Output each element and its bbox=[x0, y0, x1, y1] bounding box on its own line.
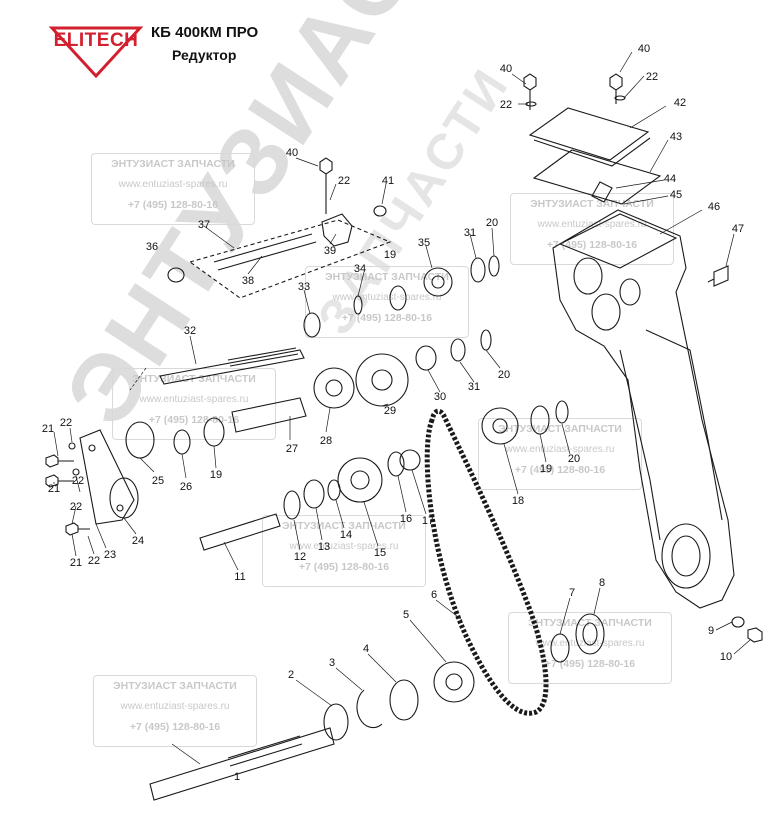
callout-16: 16 bbox=[400, 513, 412, 525]
callout-20-right: 20 bbox=[568, 453, 580, 465]
callout-40-top-right: 40 bbox=[638, 43, 650, 55]
callout-22-b: 22 bbox=[72, 475, 84, 487]
callout-24: 24 bbox=[132, 535, 144, 547]
callout-5: 5 bbox=[403, 609, 409, 621]
callout-21-b: 21 bbox=[48, 483, 60, 495]
callout-28: 28 bbox=[320, 435, 332, 447]
callout-40-fork: 40 bbox=[286, 147, 298, 159]
callout-13: 13 bbox=[318, 541, 330, 553]
callout-40-top-left: 40 bbox=[500, 63, 512, 75]
callout-22-top-left: 22 bbox=[500, 99, 512, 111]
callout-47: 47 bbox=[732, 223, 744, 235]
brand-name: ELITECH bbox=[53, 30, 139, 51]
callout-42: 42 bbox=[674, 97, 686, 109]
elitech-logo bbox=[48, 26, 144, 78]
callout-6: 6 bbox=[431, 589, 437, 601]
callout-19-right: 19 bbox=[540, 463, 552, 475]
callout-1: 1 bbox=[234, 771, 240, 783]
drive-chain bbox=[424, 408, 549, 716]
callout-15: 15 bbox=[374, 547, 386, 559]
callout-18: 18 bbox=[512, 495, 524, 507]
callout-8: 8 bbox=[599, 577, 605, 589]
callout-35: 35 bbox=[418, 237, 430, 249]
callout-11: 11 bbox=[234, 571, 245, 583]
callout-29: 29 bbox=[384, 405, 396, 417]
callout-36: 36 bbox=[146, 241, 158, 253]
callout-37: 37 bbox=[198, 219, 210, 231]
top-cover bbox=[528, 107, 651, 167]
callout-17: 17 bbox=[422, 515, 434, 527]
gear-28 bbox=[313, 367, 355, 409]
page-subtitle: Редуктор bbox=[172, 47, 237, 63]
callout-33: 33 bbox=[298, 281, 310, 293]
callout-32: 32 bbox=[184, 325, 196, 337]
callout-27: 27 bbox=[286, 443, 298, 455]
callout-19-top: 19 bbox=[384, 249, 396, 261]
callout-43: 43 bbox=[670, 131, 682, 143]
callout-30: 30 bbox=[434, 391, 446, 403]
callout-22-d: 22 bbox=[88, 555, 100, 567]
callout-38: 38 bbox=[242, 275, 254, 287]
gearbox-housing bbox=[552, 209, 735, 609]
callout-26: 26 bbox=[180, 481, 192, 493]
callout-31-mid: 31 bbox=[468, 381, 480, 393]
model-title: КБ 400КМ ПРО bbox=[151, 24, 259, 41]
gear-29 bbox=[355, 353, 409, 407]
callout-2: 2 bbox=[288, 669, 294, 681]
callout-7: 7 bbox=[569, 587, 575, 599]
callout-3: 3 bbox=[329, 657, 335, 669]
callout-10: 10 bbox=[720, 651, 732, 663]
callout-22-fork: 22 bbox=[338, 175, 350, 187]
callout-22-top-right: 22 bbox=[646, 71, 658, 83]
callout-9: 9 bbox=[708, 625, 714, 637]
callout-21-a: 21 bbox=[42, 423, 54, 435]
callout-41: 41 bbox=[382, 175, 394, 187]
callout-19-left: 19 bbox=[210, 469, 222, 481]
callout-46: 46 bbox=[708, 201, 720, 213]
callout-23: 23 bbox=[104, 549, 116, 561]
callout-21-c: 21 bbox=[70, 557, 82, 569]
callout-12: 12 bbox=[294, 551, 306, 563]
callout-22-c: 22 bbox=[70, 501, 82, 513]
callout-14: 14 bbox=[340, 529, 352, 541]
callout-44: 44 bbox=[664, 173, 676, 185]
gear-15 bbox=[337, 457, 383, 503]
callout-25: 25 bbox=[152, 475, 164, 487]
part-callouts: 1 2 3 4 5 6 7 8 9 10 11 12 13 14 15 16 1… bbox=[42, 43, 744, 783]
callout-34: 34 bbox=[354, 263, 366, 275]
cover-gasket bbox=[532, 149, 662, 205]
callout-31-top: 31 bbox=[464, 227, 476, 239]
callout-39: 39 bbox=[324, 245, 336, 257]
callout-20-top: 20 bbox=[486, 217, 498, 229]
callout-45: 45 bbox=[670, 189, 682, 201]
gear-18 bbox=[481, 407, 519, 445]
sprocket-5 bbox=[433, 661, 475, 703]
callout-4: 4 bbox=[363, 643, 369, 655]
callout-22-a: 22 bbox=[60, 417, 72, 429]
callout-20-mid: 20 bbox=[498, 369, 510, 381]
